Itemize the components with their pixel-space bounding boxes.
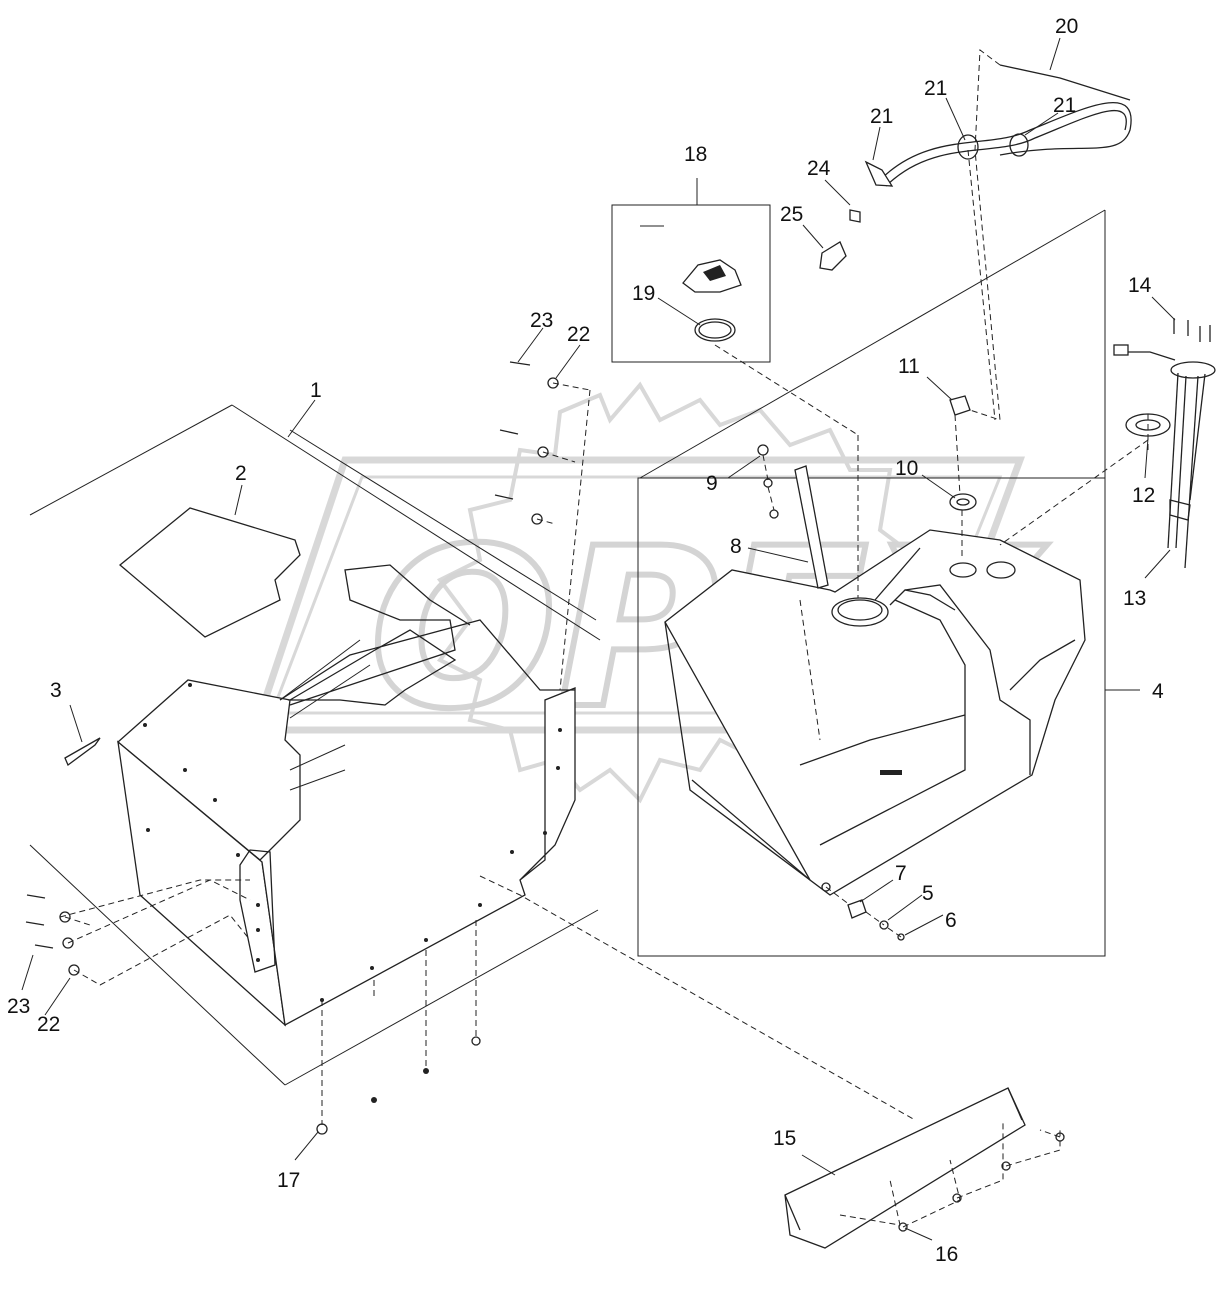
label-18: 18: [684, 143, 707, 166]
fuel-tank: [664, 529, 1086, 896]
label-22a: 22: [567, 323, 590, 346]
label-10: 10: [895, 457, 918, 480]
sender-screws: [1173, 318, 1211, 342]
label-1: 1: [310, 379, 322, 402]
insulation-pad: [118, 507, 301, 638]
label-9: 9: [706, 472, 718, 495]
label-5: 5: [922, 882, 934, 905]
fuel-tank-assembly-box: [637, 477, 1106, 957]
leader-lines: [21, 37, 1176, 1241]
vent-fitting: [949, 395, 971, 416]
label-20: 20: [1055, 15, 1078, 38]
label-23b: 23: [7, 995, 30, 1018]
label-23a: 23: [530, 309, 553, 332]
decal: [64, 737, 101, 767]
label-2: 2: [235, 462, 247, 485]
label-22b: 22: [37, 1013, 60, 1036]
label-14: 14: [1128, 274, 1152, 297]
label-7: 7: [895, 862, 907, 885]
vent-hose-assembly: [819, 64, 1132, 271]
bottom-bracket: [784, 1087, 1026, 1249]
label-6: 6: [945, 909, 957, 932]
label-12: 12: [1132, 484, 1155, 507]
label-8: 8: [730, 535, 742, 558]
label-3: 3: [50, 679, 62, 702]
label-21c: 21: [870, 105, 893, 128]
label-15: 15: [773, 1127, 796, 1150]
callout-labels: 1 2 3 4 5 6 7 8 9 10 11 12 13 14 15 16 1…: [7, 15, 1164, 1266]
tank-shield: [117, 564, 576, 1027]
assembly-lines: [59, 49, 1149, 1228]
label-21a: 21: [924, 77, 947, 100]
label-13: 13: [1123, 587, 1146, 610]
label-24: 24: [807, 157, 831, 180]
fuel-sender: [1113, 344, 1216, 569]
fuel-cap-detail: [611, 204, 771, 363]
label-21b: 21: [1053, 94, 1076, 117]
label-19: 19: [632, 282, 655, 305]
label-16: 16: [935, 1243, 958, 1266]
label-4: 4: [1152, 680, 1164, 703]
label-25: 25: [780, 203, 803, 226]
label-11: 11: [898, 355, 920, 378]
tank-strap: [794, 465, 829, 589]
grommet: [949, 493, 977, 511]
label-17: 17: [277, 1169, 300, 1192]
panel-outline: [29, 404, 601, 1086]
